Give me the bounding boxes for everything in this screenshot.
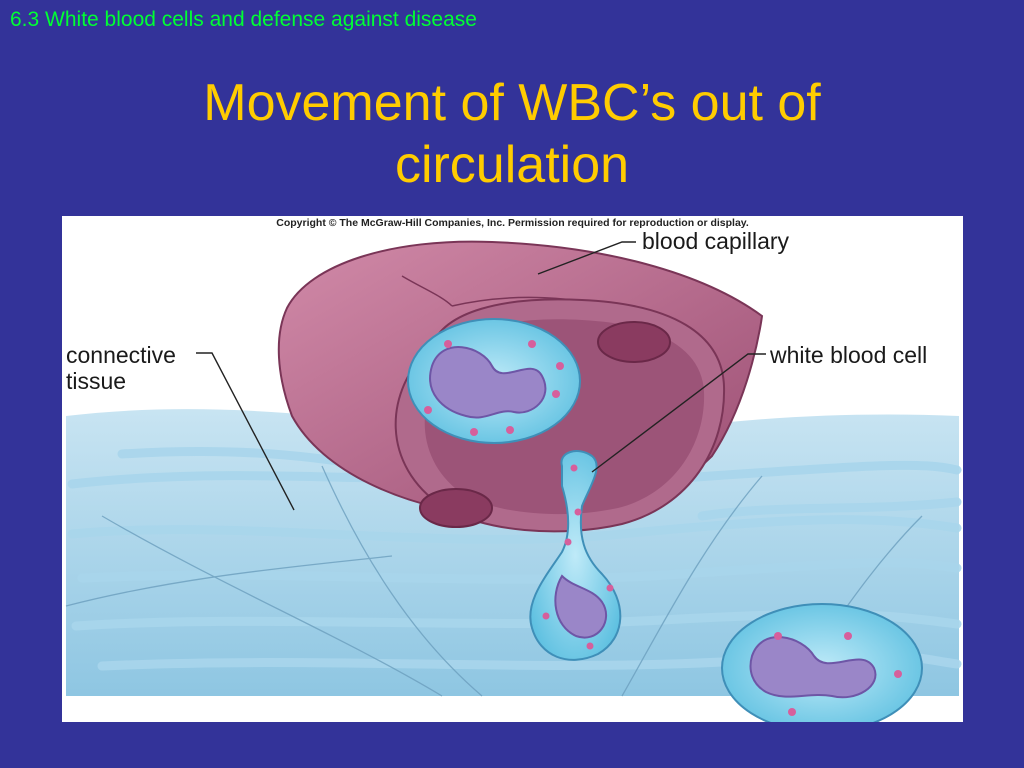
label-white-blood-cell: white blood cell [770, 342, 928, 368]
leader-line-connective-tissue [196, 352, 295, 511]
diagram-illustration [65, 240, 962, 722]
capillary-diagram: Copyright © The McGraw-Hill Companies, I… [62, 216, 963, 722]
slide-title-line-2: circulation [394, 136, 630, 194]
leader-line-blood-capillary [537, 241, 636, 275]
label-connective-tissue-line-1: connective [66, 342, 176, 368]
red-blood-cell [597, 321, 671, 363]
white-blood-cell-in-tissue [721, 603, 923, 722]
red-blood-cell [419, 488, 493, 528]
white-blood-cell-in-capillary [407, 318, 581, 444]
leader-line-white-blood-cell [591, 353, 766, 473]
label-connective-tissue: connective tissue [66, 342, 176, 394]
slide-title-line-1: Movement of WBC’s out of [203, 74, 821, 132]
slide-title: Movement of WBC’s out of circulation [0, 72, 1024, 196]
label-blood-capillary: blood capillary [642, 228, 790, 254]
label-connective-tissue-line-2: tissue [66, 368, 127, 394]
copyright-notice: Copyright © The McGraw-Hill Companies, I… [276, 217, 749, 229]
white-blood-cell-migrating [529, 450, 622, 661]
section-heading: 6.3 White blood cells and defense agains… [10, 8, 477, 31]
